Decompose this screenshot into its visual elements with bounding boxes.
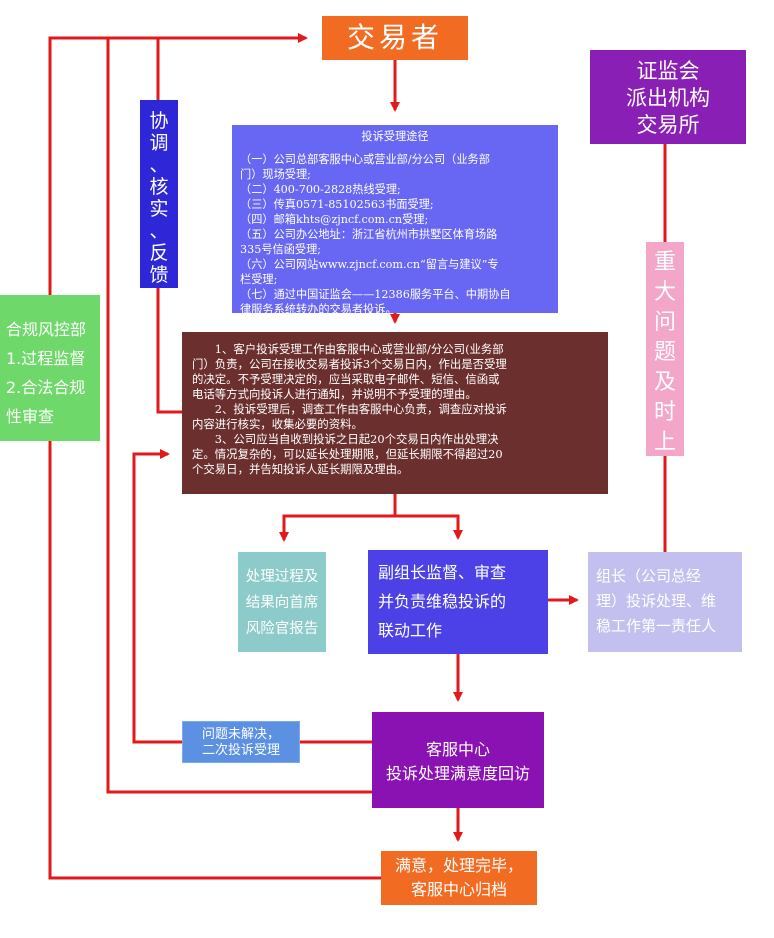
leader-line: 稳工作第一责任人: [596, 617, 717, 635]
rules-line: 2、投诉受理后，调查工作由客服中心负责，调查应对投诉: [192, 402, 507, 416]
connector-done-to-trader: [48, 33, 381, 880]
channels-line: 335号信函受理;: [240, 243, 322, 256]
regulator-line: 交易所: [636, 113, 700, 137]
leader-line: 组长（公司总经: [596, 567, 702, 585]
channels-line: 律服务系统转办的交易者投诉。: [240, 303, 397, 316]
team-leader-box: 组长（公司总经 理）投诉处理、维 稳工作第一责任人: [588, 552, 742, 652]
coordinate-char: 反: [149, 242, 169, 264]
done-line: 客服中心归档: [410, 880, 507, 899]
channels-line: （七）通过中国证监会——12386服务平台、中期协自: [240, 288, 511, 301]
cro-line: 结果向首席: [245, 595, 319, 611]
regulators-box: 证监会 派出机构 交易所: [590, 50, 746, 144]
trader-box: 交易者: [322, 16, 468, 60]
cro-line: 处理过程及: [245, 569, 319, 585]
compliance-line: 合规风控部: [6, 320, 87, 339]
major-issue-report-box: 重 大 问 题 及 时 上: [646, 242, 684, 456]
channels-line: （四）邮箱khts@zjncf.com.cn受理;: [240, 213, 429, 226]
major-char: 问: [653, 310, 676, 335]
complaint-channels-box: 投诉受理途径 （一）公司总部客服中心或营业部/分公司（业务部 门）现场受理; （…: [232, 125, 558, 316]
deputy-line: 副组长监督、审查: [378, 563, 507, 582]
rules-line: 3、公司应当自收到投诉之日起20个交易日内作出处理决: [192, 432, 499, 446]
channels-line: 门）现场受理;: [240, 168, 311, 181]
rules-line: 内容进行核实，收集必要的资料。: [192, 417, 363, 431]
rules-line: 个交易日，并告知投诉人延长期限及理由。: [192, 462, 409, 476]
compliance-line: 2.合法合规: [6, 378, 86, 397]
rules-line: 的决定。不予受理决定的，应当采取电子邮件、短信、信函或: [192, 372, 500, 386]
connector-split-to-cro: [279, 514, 395, 542]
coordinate-char: 、: [149, 220, 169, 242]
cs-line: 客服中心: [425, 740, 490, 759]
second-complaint-box: 问题未解决， 二次投诉受理: [182, 721, 300, 763]
rules-line: 定。情况复杂的，可以延长处理期限，但延长期限不得超过20: [192, 447, 503, 461]
channels-line: （三）传真0571-85102563书面受理;: [240, 198, 434, 211]
major-char: 及: [653, 370, 676, 395]
coordinate-char: 调: [149, 132, 169, 154]
compliance-dept-box: 合规风控部 1.过程监督 2.合法合规 性审查: [0, 295, 100, 441]
leader-line: 理）投诉处理、维: [596, 592, 717, 610]
channels-title: 投诉受理途径: [361, 130, 429, 143]
trader-label: 交易者: [346, 21, 443, 54]
rules-line: 门）负责，公司在接收交易者投诉3个交易日内，作出是否受理: [192, 357, 507, 371]
coordinate-char: 实: [149, 198, 169, 220]
channels-line: （二）400-700-2828热线受理;: [240, 183, 401, 196]
deputy-line: 联动工作: [378, 621, 443, 640]
major-char: 题: [653, 340, 676, 365]
second-line: 问题未解决，: [201, 727, 280, 742]
handling-rules-box: 1、客户投诉受理工作由客服中心或营业部/分公司(业务部 门）负责，公司在接收交易…: [182, 332, 608, 494]
coordinate-char: 核: [149, 176, 169, 198]
channels-line: （五）公司办公地址：浙江省杭州市拱墅区体育场路: [240, 228, 498, 241]
deputy-line: 并负责维稳投诉的: [378, 592, 507, 611]
connector-split-to-deputy: [395, 514, 463, 540]
regulator-line: 派出机构: [626, 86, 710, 110]
channels-line: 栏受理;: [240, 273, 278, 286]
major-char: 重: [653, 250, 676, 275]
completed-archive-box: 满意，处理完毕， 客服中心归档: [381, 851, 537, 905]
rules-line: 电话等方式向投诉人进行通知，并说明不予受理的理由。: [192, 387, 477, 401]
coordinate-verify-feedback-box: 协 调 、 核 实 、 反 馈: [140, 100, 178, 288]
compliance-line: 1.过程监督: [6, 349, 86, 368]
regulator-line: 证监会: [636, 59, 700, 83]
major-char: 时: [653, 400, 676, 425]
done-line: 满意，处理完毕，: [394, 856, 523, 875]
compliance-line: 性审查: [6, 407, 55, 426]
major-char: 上: [653, 430, 676, 455]
deputy-leader-box: 副组长监督、审查 并负责维稳投诉的 联动工作: [368, 550, 548, 654]
channels-line: （一）公司总部客服中心或营业部/分公司（业务部: [240, 153, 490, 166]
customer-service-visit-box: 客服中心 投诉处理满意度回访: [372, 712, 544, 808]
coordinate-char: 协: [149, 110, 169, 132]
connector-cs-to-compliance: [106, 38, 372, 794]
cro-report-box: 处理过程及 结果向首席 风险官报告: [238, 552, 326, 652]
second-line: 二次投诉受理: [201, 743, 280, 758]
connector-coordinate-to-rules: [156, 288, 182, 414]
cro-line: 风险官报告: [245, 621, 319, 637]
major-char: 大: [653, 280, 676, 305]
coordinate-char: 、: [149, 154, 169, 176]
coordinate-char: 馈: [149, 264, 169, 286]
rules-line: 1、客户投诉受理工作由客服中心或营业部/分公司(业务部: [192, 342, 504, 356]
channels-line: （六）公司网站www.zjncf.com.cn“留言与建议”专: [240, 258, 499, 271]
cs-line: 投诉处理满意度回访: [385, 764, 530, 783]
